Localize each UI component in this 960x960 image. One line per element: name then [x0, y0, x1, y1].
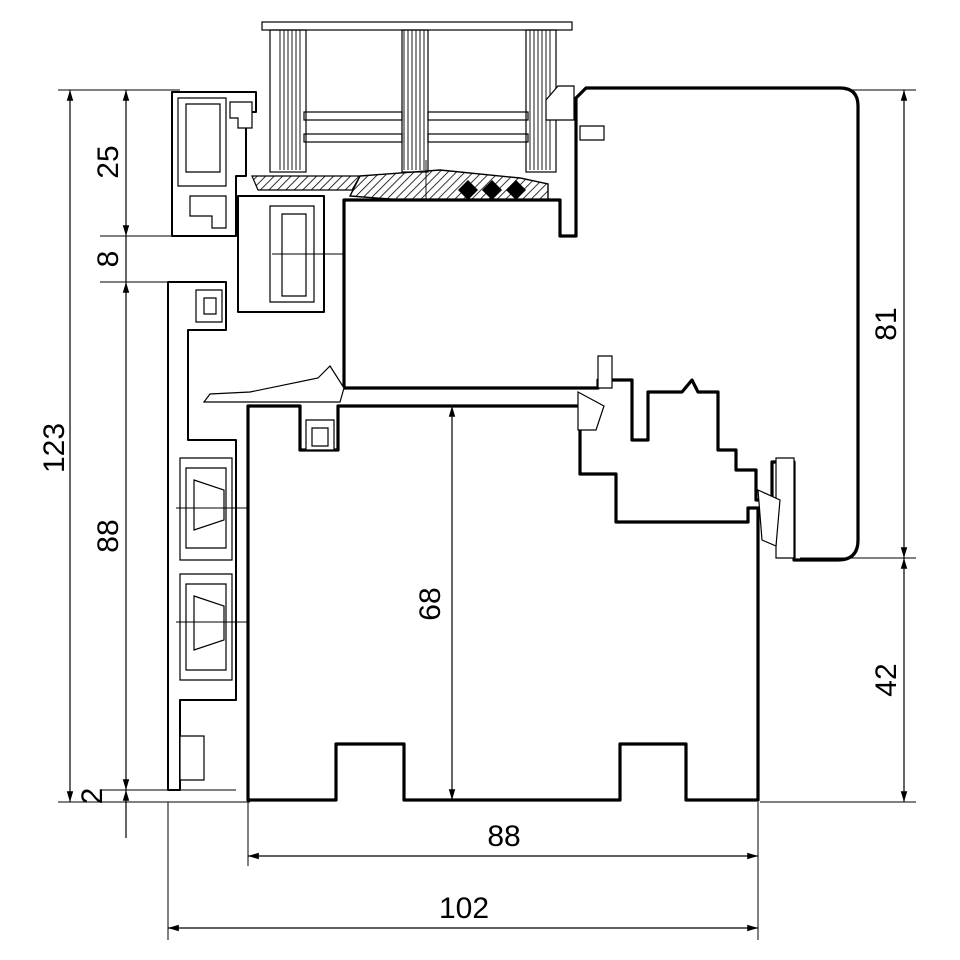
dim-left-mid: 88: [92, 519, 125, 552]
sash-profile: [342, 85, 860, 562]
glazing-unit: [251, 21, 573, 222]
frame-profile: [202, 365, 781, 802]
dimension-labels: 123 25 8 88 2 68 81 42 88 102: [38, 145, 903, 925]
dim-right-top: 81: [870, 307, 903, 340]
dim-right-bottom: 42: [870, 663, 903, 696]
dim-left-total: 123: [38, 423, 71, 473]
dim-center-height: 68: [414, 587, 447, 620]
dim-left-top: 25: [92, 145, 125, 178]
dim-bottom-inner: 88: [487, 820, 520, 853]
dim-left-bottom: 2: [76, 788, 109, 805]
dim-left-gap: 8: [92, 251, 125, 268]
dimension-lines: [58, 89, 916, 940]
dim-bottom-outer: 102: [439, 892, 489, 925]
